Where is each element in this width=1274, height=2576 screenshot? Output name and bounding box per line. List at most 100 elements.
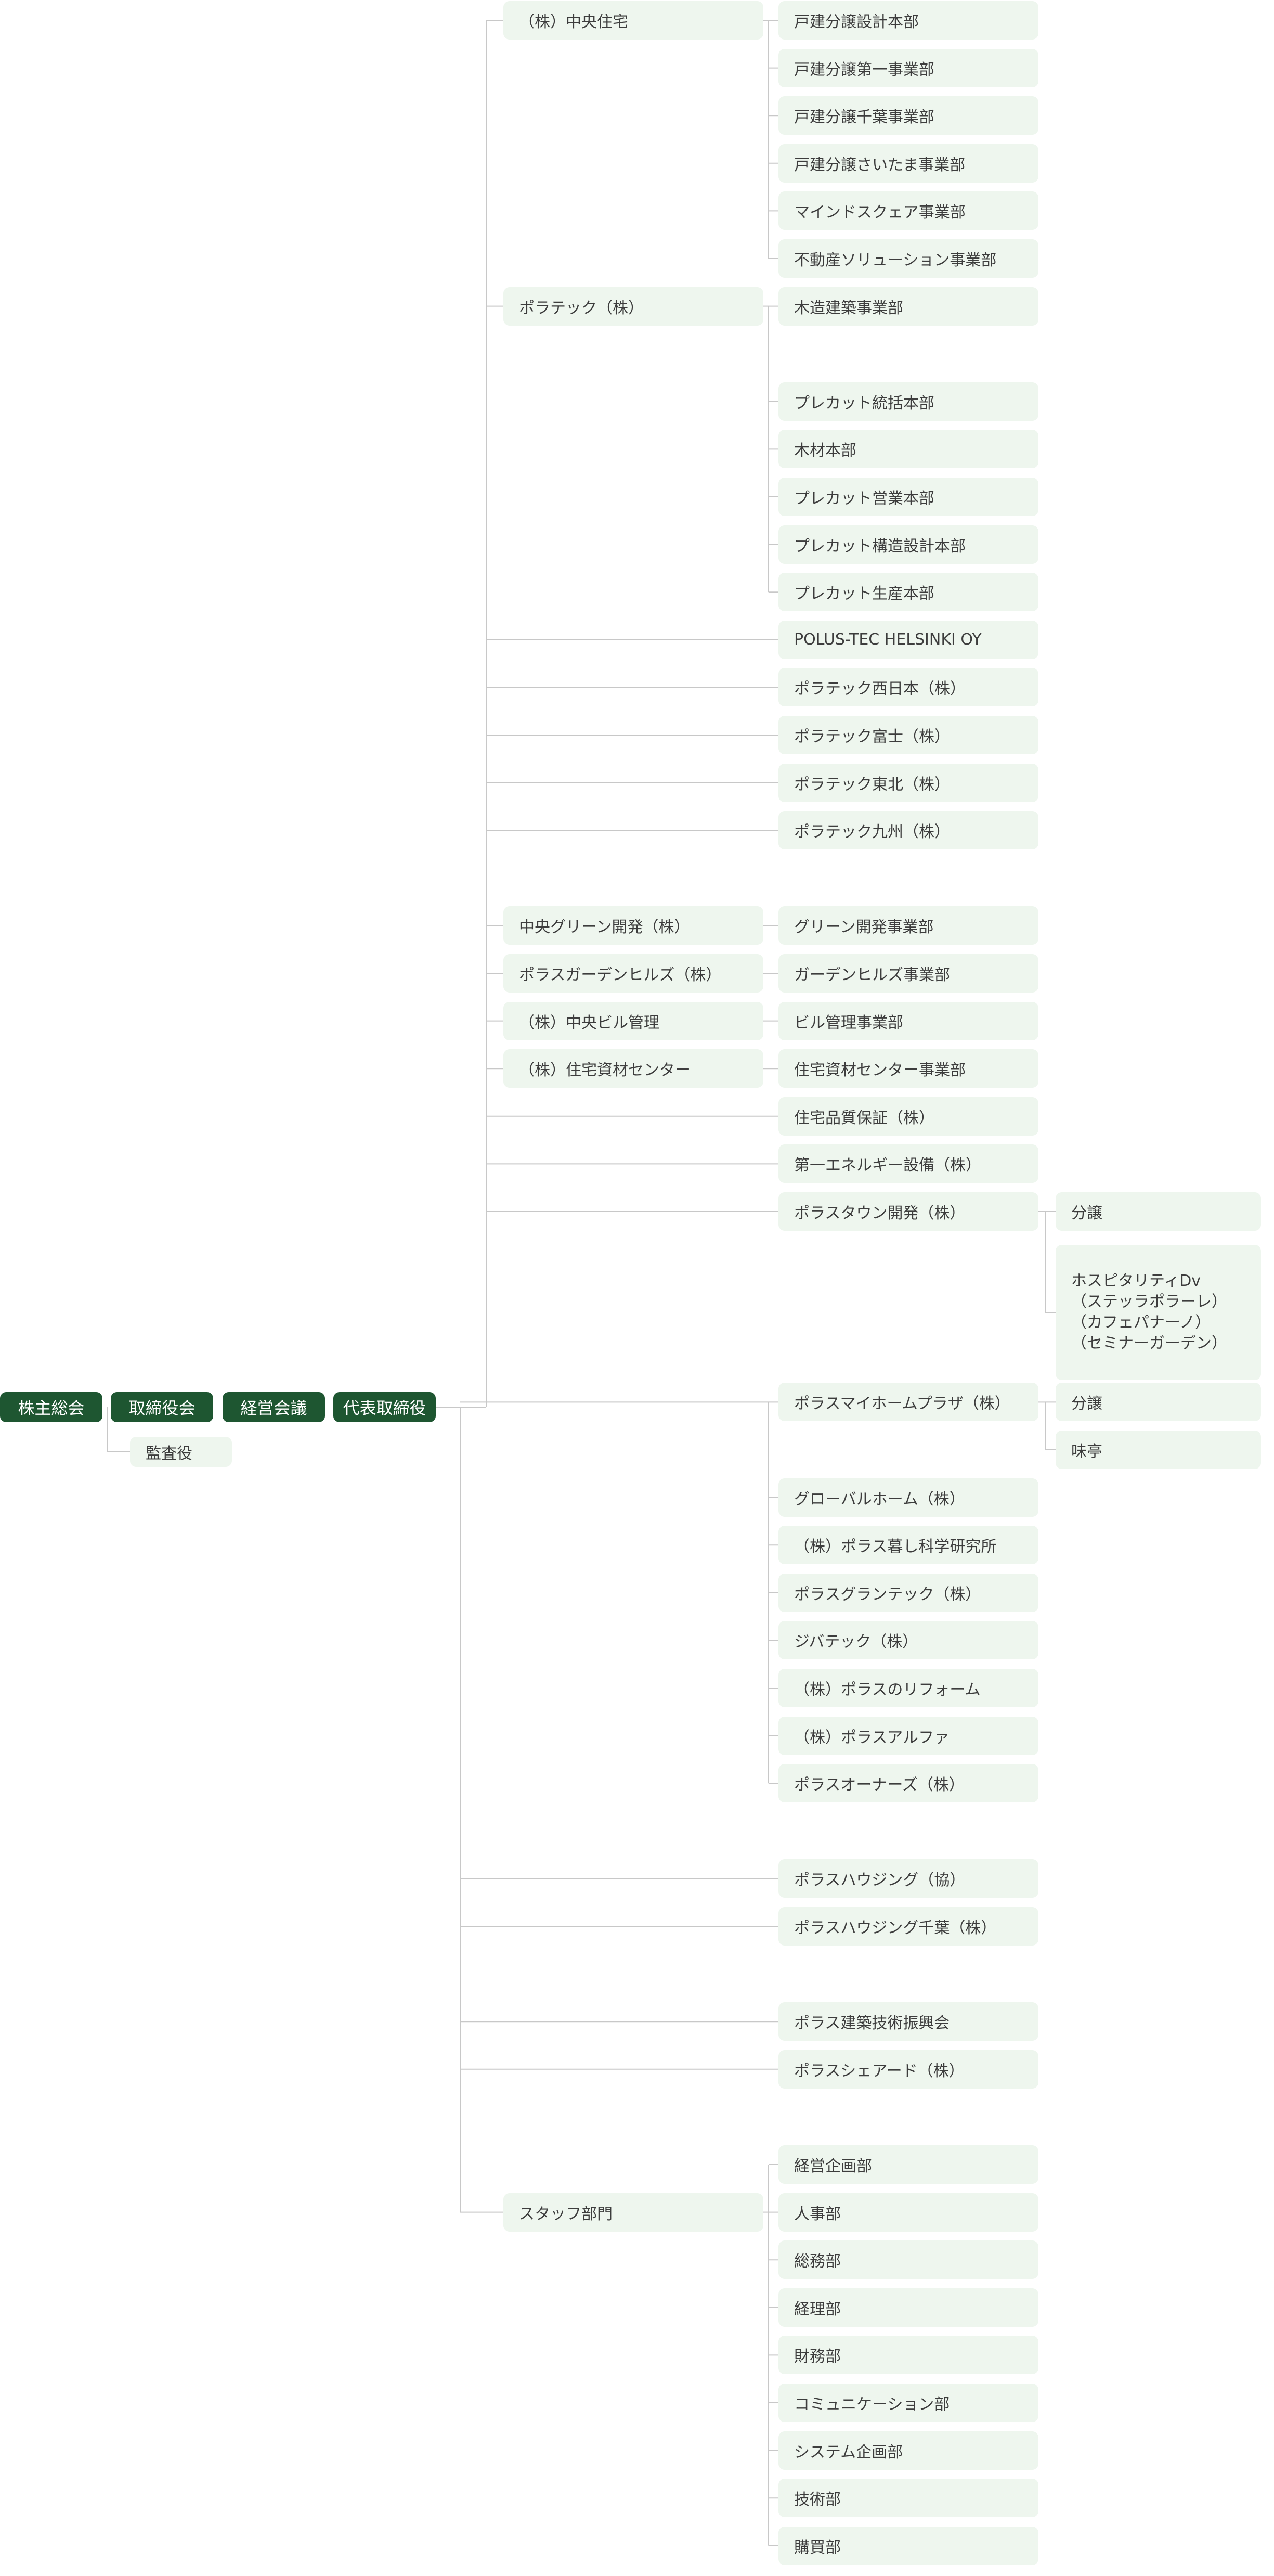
paired-company-box: 中央グリーン開発（株） <box>503 906 763 945</box>
polatec-dept-box: プレカット営業本部 <box>778 478 1038 516</box>
chuo-jutaku-dept-box-label: 戸建分譲設計本部 <box>794 13 919 31</box>
representative-director-box: 代表取締役 <box>333 1392 436 1422</box>
staff-dept-box-label: システム企画部 <box>794 2443 903 2462</box>
chuo-jutaku-dept-box: 戸建分譲設計本部 <box>778 1 1038 40</box>
staff-dept-box: システム企画部 <box>778 2431 1038 2470</box>
direct-company-box-label: 第一エネルギー設備（株） <box>794 1156 981 1175</box>
paired-dept-box-label: ビル管理事業部 <box>794 1013 903 1032</box>
polatec-box-label: ポラテック（株） <box>519 299 644 317</box>
direct-company-box: 第一エネルギー設備（株） <box>778 1144 1038 1183</box>
staff-dept-box-label: 財務部 <box>794 2348 841 2366</box>
housing-company-box-label: ポラスハウジング（協） <box>794 1871 966 1890</box>
group-company-box-label: ポラスオーナーズ（株） <box>794 1776 965 1795</box>
group-company-box: ポラスオーナーズ（株） <box>778 1764 1038 1803</box>
polatec-dept-box-label: プレカット統括本部 <box>794 394 934 413</box>
staff-dept-box: 人事部 <box>778 2193 1038 2232</box>
chuo-jutaku-dept-box: 不動産ソリューション事業部 <box>778 239 1038 278</box>
polus-town-box-label: ポラスタウン開発（株） <box>794 1204 966 1222</box>
polus-myhome-box: ポラスマイホームプラザ（株） <box>778 1383 1038 1422</box>
polatec-group-company-box: ポラテック九州（株） <box>778 811 1038 850</box>
foundation-box-label: ポラスシェアード（株） <box>794 2062 965 2080</box>
paired-dept-box: ビル管理事業部 <box>778 1001 1038 1040</box>
polatec-dept-box: 木造建築事業部 <box>778 287 1038 326</box>
auditor-box: 監査役 <box>130 1437 232 1467</box>
polatec-dept-box-label: 木材本部 <box>794 442 856 460</box>
staff-dept-box: コミュニケーション部 <box>778 2384 1038 2422</box>
polatec-box: ポラテック（株） <box>503 287 763 326</box>
staff-dept-box-label: 経理部 <box>794 2300 841 2319</box>
polatec-group-company-box-label: ポラテック富士（株） <box>794 728 950 746</box>
polatec-group-company-box-label: ポラテック九州（株） <box>794 823 950 842</box>
polus-myhome-sub-box-label: 分譲 <box>1071 1395 1102 1413</box>
staff-dept-box: 総務部 <box>778 2240 1038 2279</box>
chuo-jutaku-box-label: （株）中央住宅 <box>519 13 628 31</box>
staff-dept-box-label: 経営企画部 <box>794 2157 872 2175</box>
staff-dept-box-label: 購買部 <box>794 2538 841 2557</box>
polatec-dept-box-label: プレカット営業本部 <box>794 490 934 508</box>
shareholders-meeting-box-label: 株主総会 <box>18 1398 85 1418</box>
group-company-box: （株）ポラスのリフォーム <box>778 1669 1038 1707</box>
polatec-dept-box-label: プレカット生産本部 <box>794 585 934 603</box>
polatec-group-company-box: ポラテック西日本（株） <box>778 668 1038 707</box>
paired-company-box-label: ポラスガーデンヒルズ（株） <box>519 966 722 984</box>
direct-company-box: 住宅品質保証（株） <box>778 1097 1038 1136</box>
staff-dept-box: 経理部 <box>778 2288 1038 2327</box>
representative-director-box-label: 代表取締役 <box>343 1398 426 1418</box>
polatec-dept-box: プレカット構造設計本部 <box>778 525 1038 564</box>
paired-dept-box-label: グリーン開発事業部 <box>794 918 934 937</box>
chuo-jutaku-box: （株）中央住宅 <box>503 1 763 40</box>
paired-dept-box: 住宅資材センター事業部 <box>778 1049 1038 1088</box>
housing-company-box: ポラスハウジング千葉（株） <box>778 1907 1038 1946</box>
foundation-box: ポラスシェアード（株） <box>778 2050 1038 2089</box>
chuo-jutaku-dept-box: 戸建分譲さいたま事業部 <box>778 144 1038 183</box>
foundation-box-label: ポラス建築技術振興会 <box>794 2014 950 2033</box>
polus-town-box: ポラスタウン開発（株） <box>778 1192 1038 1231</box>
polatec-group-company-box: ポラテック富士（株） <box>778 716 1038 754</box>
housing-company-box-label: ポラスハウジング千葉（株） <box>794 1919 997 1937</box>
group-company-box-label: （株）ポラスアルファ <box>794 1728 950 1747</box>
management-meeting-box-label: 経営会議 <box>240 1398 307 1418</box>
polus-myhome-sub-box-label: 味亭 <box>1071 1442 1102 1461</box>
group-company-box-label: ポラスグランテック（株） <box>794 1585 981 1604</box>
group-company-box: ジバテック（株） <box>778 1621 1038 1660</box>
board-of-directors-box-label: 取締役会 <box>128 1398 196 1418</box>
group-company-box-label: （株）ポラスのリフォーム <box>794 1681 981 1699</box>
polatec-dept-box-label: プレカット構造設計本部 <box>794 537 966 556</box>
polus-town-sub-box-label: 分譲 <box>1071 1204 1102 1222</box>
paired-company-box: （株）中央ビル管理 <box>503 1001 763 1040</box>
polus-town-hospitality-box: ホスピタリティDv （ステッラポラーレ） （カフェパナーノ） （セミナーガーデン… <box>1056 1245 1261 1380</box>
staff-dept-box-label: 総務部 <box>794 2252 841 2271</box>
group-company-box: グローバルホーム（株） <box>778 1478 1038 1517</box>
foundation-box: ポラス建築技術振興会 <box>778 2002 1038 2041</box>
group-company-box: （株）ポラス暮し科学研究所 <box>778 1526 1038 1565</box>
paired-dept-box-label: 住宅資材センター事業部 <box>794 1061 966 1080</box>
staff-dept-box: 技術部 <box>778 2479 1038 2518</box>
polus-myhome-sub-box: 味亭 <box>1056 1431 1261 1469</box>
chuo-jutaku-dept-box-label: 戸建分譲さいたま事業部 <box>794 156 966 174</box>
polatec-group-company-box: POLUS-TEC HELSINKI OY <box>778 620 1038 659</box>
staff-division-box-label: スタッフ部門 <box>519 2205 613 2223</box>
chuo-jutaku-dept-box-label: 戸建分譲千葉事業部 <box>794 108 934 127</box>
chuo-jutaku-dept-box-label: マインドスクェア事業部 <box>794 203 966 222</box>
polatec-group-company-box: ポラテック東北（株） <box>778 763 1038 802</box>
paired-company-box-label: （株）住宅資材センター <box>519 1061 691 1080</box>
chuo-jutaku-dept-box-label: 不動産ソリューション事業部 <box>794 251 997 269</box>
staff-dept-box: 購買部 <box>778 2526 1038 2565</box>
polus-town-sub-box: 分譲 <box>1056 1192 1261 1231</box>
group-company-box-label: （株）ポラス暮し科学研究所 <box>794 1538 997 1556</box>
paired-company-box: （株）住宅資材センター <box>503 1049 763 1088</box>
chuo-jutaku-dept-box: 戸建分譲千葉事業部 <box>778 96 1038 135</box>
polatec-dept-box: プレカット生産本部 <box>778 573 1038 612</box>
management-meeting-box: 経営会議 <box>223 1392 325 1422</box>
auditor-box-label: 監査役 <box>146 1445 192 1463</box>
paired-company-box-label: （株）中央ビル管理 <box>519 1013 659 1032</box>
group-company-box: ポラスグランテック（株） <box>778 1573 1038 1612</box>
polus-myhome-box-label: ポラスマイホームプラザ（株） <box>794 1395 1010 1413</box>
staff-dept-box-label: コミュニケーション部 <box>794 2395 950 2414</box>
chuo-jutaku-dept-box: マインドスクェア事業部 <box>778 191 1038 230</box>
group-company-box-label: グローバルホーム（株） <box>794 1490 965 1509</box>
paired-company-box: ポラスガーデンヒルズ（株） <box>503 954 763 993</box>
direct-company-box-label: 住宅品質保証（株） <box>794 1109 934 1127</box>
chuo-jutaku-dept-box: 戸建分譲第一事業部 <box>778 48 1038 87</box>
